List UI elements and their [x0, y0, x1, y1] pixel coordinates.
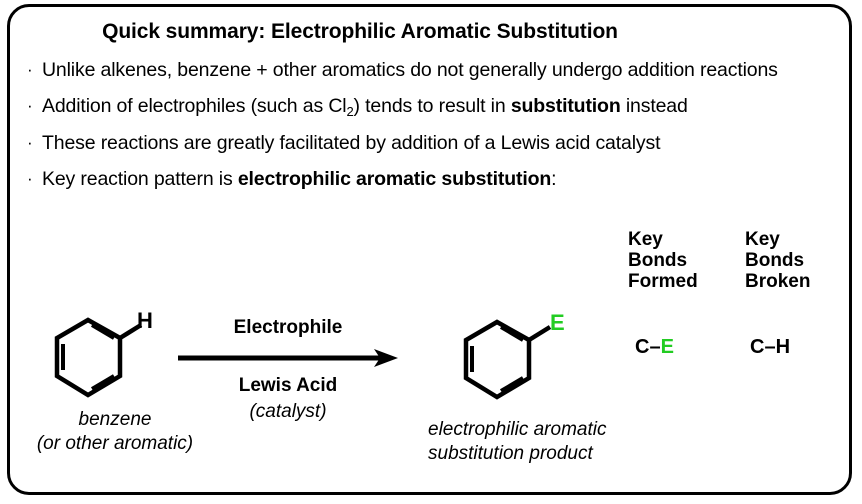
- bonds-formed-head-line3: Formed: [628, 271, 698, 292]
- reaction-arrow-icon: [178, 349, 398, 367]
- list-item: · Unlike alkenes, benzene + other aromati…: [26, 58, 836, 83]
- bullet-emphasis: electrophilic aromatic substitution: [237, 168, 552, 190]
- reactant-label: benzene (or other aromatic): [10, 408, 220, 456]
- bullet-text-part2: ) tends to result in: [353, 95, 511, 117]
- substituent-label-e: E: [550, 310, 565, 335]
- catalyst-note: (catalyst): [249, 401, 327, 422]
- product-label-line2: substitution product: [428, 443, 593, 464]
- reagent-below-arrow: Lewis Acid: [238, 375, 338, 396]
- bond-formed-value-left: C–: [635, 336, 661, 358]
- bullet-text: These reactions are greatly facilitated …: [42, 132, 661, 154]
- bonds-formed-head-line2: Bonds: [628, 250, 688, 271]
- bond-formed-value: C–E: [635, 337, 674, 357]
- slide-border: [7, 4, 852, 495]
- product-label: electrophilic aromatic substitution prod…: [428, 418, 728, 466]
- bonds-broken-head-line2: Bonds: [745, 250, 805, 271]
- reactant-label-line1: benzene: [78, 409, 152, 430]
- reagent-above-arrow: Electrophile: [233, 317, 343, 338]
- bullet-text-part2: :: [551, 168, 557, 190]
- bonds-formed-head-line1: Key: [628, 229, 663, 250]
- benzene-ring-product-icon: [463, 319, 552, 400]
- bullet-list: · Unlike alkenes, benzene + other aromati…: [26, 58, 836, 203]
- bullet-emphasis: substitution: [510, 95, 621, 117]
- substituent-label-h: H: [137, 308, 153, 333]
- bond-formed-value-right: E: [660, 336, 674, 358]
- bond-broken-value: C–H: [750, 336, 791, 358]
- bullet-marker: ·: [27, 96, 33, 115]
- bullet-text-part1: Key reaction pattern is: [42, 168, 238, 190]
- bullet-text-part3: instead: [620, 95, 688, 117]
- bonds-broken-head-line1: Key: [745, 229, 780, 250]
- list-item: · These reactions are greatly facilitated…: [26, 131, 836, 156]
- benzene-ring-reactant-icon: [54, 317, 143, 398]
- page-title: Quick summary: Electrophilic Aromatic Su…: [102, 20, 618, 43]
- product-label-line1: electrophilic aromatic: [428, 419, 607, 440]
- bullet-text-part1: Addition of electrophiles (such as Cl: [42, 95, 347, 117]
- bonds-broken-heading: Key Bonds Broken: [745, 229, 810, 292]
- bullet-marker: ·: [27, 133, 33, 152]
- list-item: · Addition of electrophiles (such as Cl2)…: [26, 94, 836, 120]
- bullet-marker: ·: [27, 60, 33, 79]
- bonds-formed-heading: Key Bonds Formed: [628, 229, 698, 292]
- list-item: · Key reaction pattern is electrophilic a…: [26, 167, 836, 192]
- bullet-marker: ·: [27, 169, 33, 188]
- bonds-broken-head-line3: Broken: [745, 271, 811, 292]
- chlorine-subscript: 2: [346, 104, 354, 119]
- reactant-label-line2: (or other aromatic): [36, 433, 194, 454]
- bullet-text: Unlike alkenes, benzene + other aromatic…: [42, 59, 778, 81]
